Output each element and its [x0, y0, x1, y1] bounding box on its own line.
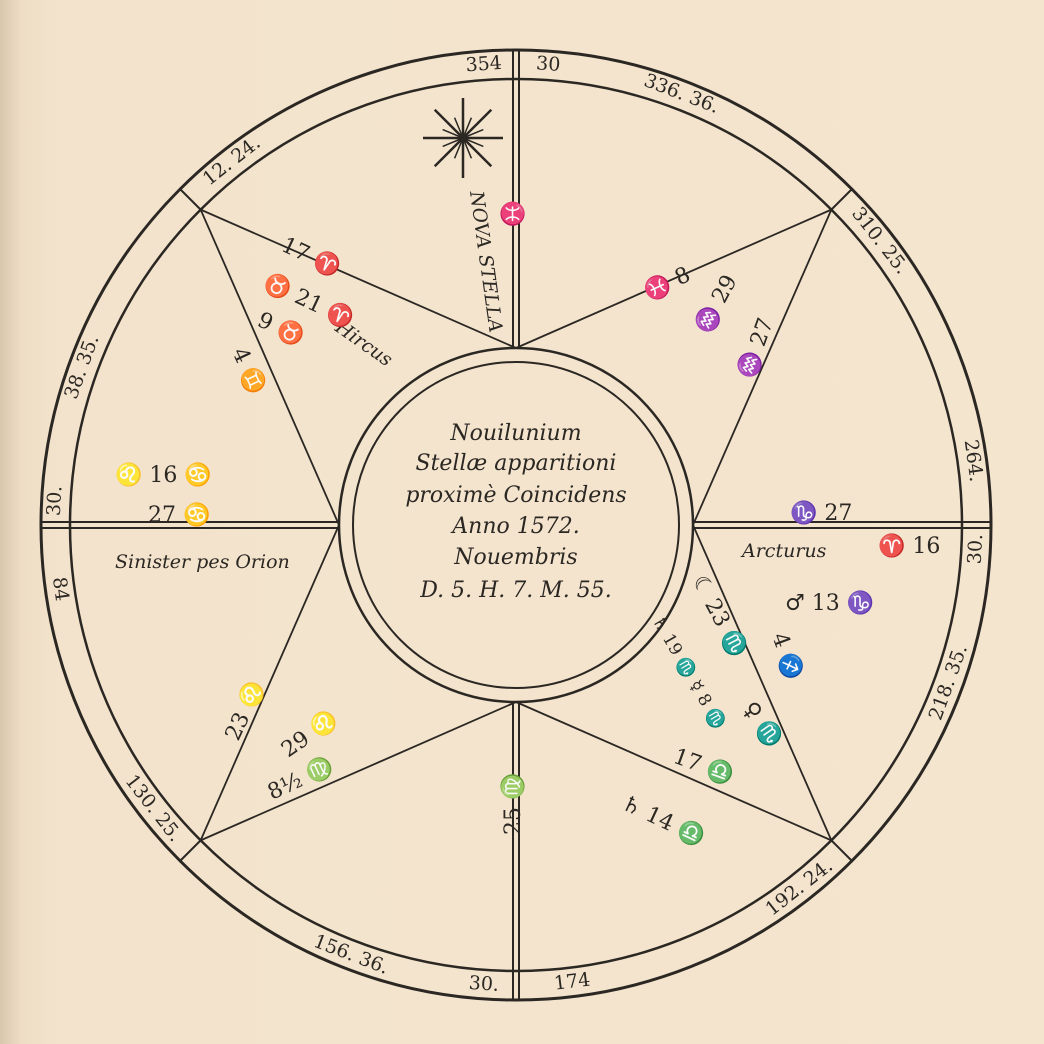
note-25-virgo: 25 ♍ [500, 773, 526, 835]
house-line-2-h [692, 524, 833, 841]
star-ray [462, 117, 473, 139]
ring-divider-3 [179, 839, 202, 862]
note-29-leo: 29 ♌ [277, 706, 343, 763]
ring-label: 192. 24. [761, 855, 836, 921]
house-lines [41, 50, 991, 1000]
outer-circle [39, 48, 993, 1002]
star-ray [442, 137, 464, 148]
center-line-5: Nouembris [453, 545, 577, 570]
ring-label: 354 [465, 52, 503, 76]
ring-divider-1 [830, 188, 853, 211]
center-line-1: Nouilunium [449, 421, 581, 446]
house-line-3-h [199, 524, 340, 841]
star-ray [453, 137, 464, 159]
center-inner-circle [352, 361, 680, 689]
ring-label: 30. [468, 972, 500, 996]
star-ray [453, 117, 464, 139]
note-capricorn-27: ♑ 27 [790, 500, 852, 526]
star-ray [462, 128, 484, 139]
star-ray [433, 108, 464, 139]
leo-cancer-note: ♌ 16 ♋ [115, 462, 212, 488]
star-ray [462, 137, 473, 159]
note-17-libra: 17 ♎ [670, 743, 738, 789]
nova-sign: ♓ [499, 200, 525, 227]
house-line-1-h [692, 209, 833, 526]
house-line-2-v [515, 701, 832, 842]
note-aquarius-29: ♒ 29 [690, 271, 742, 338]
star-ray [462, 137, 493, 168]
center-line-4: Anno 1572. [450, 514, 579, 539]
arcturus-label: Arcturus [740, 540, 827, 562]
note-aries-16: ♈ 16 [878, 533, 940, 559]
ring-divider-0 [179, 188, 202, 211]
center-line-2: Stellæ apparitioni [416, 451, 617, 476]
note-pisces-8: ♓ 8 [640, 261, 695, 305]
note-aquarius-27: ♒ 27 [733, 315, 779, 383]
center-line-3: proximè Coincidens [405, 483, 626, 508]
note-23-leo: 23 ♌ [220, 677, 270, 745]
ring-label: 264. [960, 438, 988, 483]
note-8-virgo: 8½ ♍ [264, 752, 338, 805]
note-14-libra: ♄ 14 ♎ [617, 790, 709, 851]
house-line-0-v [200, 208, 517, 349]
mars-note: ♂ 13 ♑ [785, 590, 874, 616]
cancer-27-note: 27 ♋ [148, 502, 210, 528]
ring-divider-2 [830, 839, 853, 862]
note-9-taurus: 9 ♉ [253, 307, 308, 351]
ring-inner-circle [68, 77, 964, 973]
orion-label: Sinister pes Orion [115, 551, 290, 573]
sagittarius-note: 4 ♐ [766, 629, 807, 683]
house-line-0-h [199, 209, 340, 526]
center-text: Nouilunium Stellæ apparitioni proximè Co… [405, 421, 626, 603]
ring-label: 84 [48, 576, 73, 603]
ring-label: 30. [43, 485, 67, 516]
star-ray [462, 108, 493, 139]
nova-star-icon [423, 98, 503, 178]
house-line-3-v [200, 701, 517, 842]
ring-label: 30 [535, 52, 561, 76]
star-ray [462, 137, 484, 148]
center-line-6: D. 5. H. 7. M. 55. [419, 578, 611, 603]
house-line-1-v [515, 208, 832, 349]
note-17-aries: 17 ♈ [277, 232, 345, 282]
star-ray [442, 128, 464, 139]
ring-label: 130. 25. [121, 770, 187, 845]
ring-label: 174 [553, 968, 592, 994]
ring-label: 30. [964, 533, 988, 564]
star-ray [433, 137, 464, 168]
